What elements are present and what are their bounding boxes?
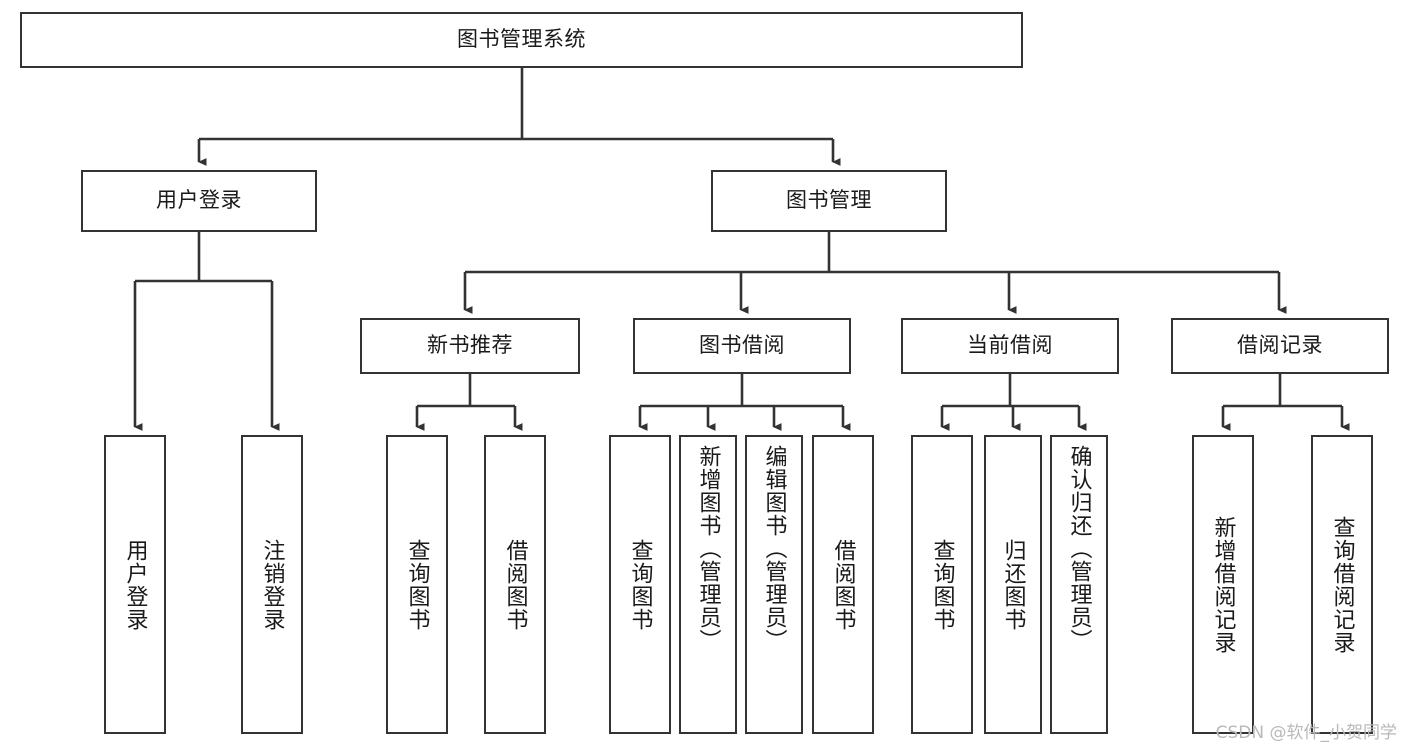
node-root-system[interactable]: 图书管理系统	[20, 12, 1023, 68]
node-leaf-borrow-book[interactable]: 借阅图书	[812, 435, 874, 734]
node-leaf-query-book-current-label: 查询图书	[929, 538, 955, 631]
node-borrow-record-label: 借阅记录	[1237, 333, 1323, 358]
node-leaf-borrow-book-recommend-label: 借阅图书	[502, 538, 528, 631]
node-leaf-query-borrow-record-label: 查询借阅记录	[1329, 515, 1355, 654]
node-leaf-borrow-book-label: 借阅图书	[830, 538, 856, 631]
node-new-book-recommend-label: 新书推荐	[427, 333, 513, 358]
node-leaf-add-book-admin-label: 新增图书（管理员）	[695, 445, 721, 652]
node-leaf-confirm-return-admin[interactable]: 确认归还（管理员）	[1050, 435, 1108, 734]
node-leaf-add-borrow-record[interactable]: 新增借阅记录	[1192, 435, 1254, 734]
node-root-label: 图书管理系统	[457, 27, 586, 52]
node-leaf-user-login-label: 用户登录	[122, 538, 148, 631]
node-leaf-query-book-recommend[interactable]: 查询图书	[386, 435, 448, 734]
node-leaf-user-login[interactable]: 用户登录	[104, 435, 166, 734]
node-leaf-edit-book-admin[interactable]: 编辑图书（管理员）	[745, 435, 803, 734]
node-new-book-recommend[interactable]: 新书推荐	[360, 318, 580, 374]
node-book-borrow-label: 图书借阅	[699, 333, 785, 358]
node-leaf-return-book[interactable]: 归还图书	[984, 435, 1042, 734]
node-leaf-confirm-return-admin-label: 确认归还（管理员）	[1066, 445, 1092, 652]
node-current-borrow[interactable]: 当前借阅	[901, 318, 1119, 374]
node-leaf-add-borrow-record-label: 新增借阅记录	[1210, 515, 1236, 654]
node-leaf-edit-book-admin-label: 编辑图书（管理员）	[761, 445, 787, 652]
node-leaf-query-book[interactable]: 查询图书	[609, 435, 671, 734]
watermark-text: CSDN @软件_小贺同学	[1215, 723, 1397, 743]
node-leaf-query-borrow-record[interactable]: 查询借阅记录	[1311, 435, 1373, 734]
node-leaf-return-book-label: 归还图书	[1000, 538, 1026, 631]
node-user-login-label: 用户登录	[156, 188, 242, 213]
node-book-management[interactable]: 图书管理	[711, 170, 947, 232]
node-leaf-user-logout[interactable]: 注销登录	[241, 435, 303, 734]
node-book-borrow[interactable]: 图书借阅	[633, 318, 851, 374]
node-leaf-add-book-admin[interactable]: 新增图书（管理员）	[679, 435, 737, 734]
node-leaf-borrow-book-recommend[interactable]: 借阅图书	[484, 435, 546, 734]
node-book-management-label: 图书管理	[786, 188, 872, 213]
node-leaf-user-logout-label: 注销登录	[259, 538, 285, 631]
node-leaf-query-book-recommend-label: 查询图书	[404, 538, 430, 631]
node-user-login[interactable]: 用户登录	[81, 170, 317, 232]
node-leaf-query-book-current[interactable]: 查询图书	[911, 435, 973, 734]
node-borrow-record[interactable]: 借阅记录	[1171, 318, 1389, 374]
node-current-borrow-label: 当前借阅	[967, 333, 1053, 358]
node-leaf-query-book-label: 查询图书	[627, 538, 653, 631]
